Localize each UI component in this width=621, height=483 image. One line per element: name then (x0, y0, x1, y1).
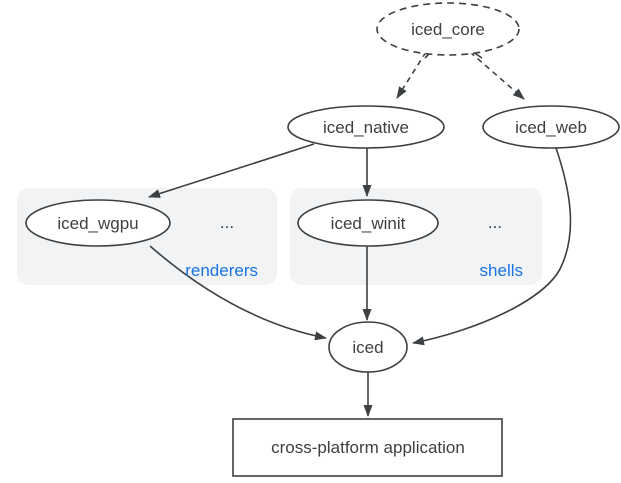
edge-iced_wgpu-iced (149, 245, 327, 341)
node-iced_wgpu-label: iced_wgpu (57, 214, 138, 233)
shells-group-label: shells (480, 261, 523, 280)
node-iced_web-label: iced_web (515, 118, 587, 137)
edge-iced_core-iced_native (396, 51, 427, 99)
node-cross-platform-application (232, 418, 503, 477)
edge-iced_web-iced (412, 147, 572, 346)
node-cross-platform-application-label: cross-platform application (271, 438, 465, 457)
renderers-ellipsis: ... (220, 213, 234, 232)
node-iced_winit-label: iced_winit (331, 214, 406, 233)
node-iced_native-label: iced_native (323, 118, 409, 137)
node-iced_core-label: iced_core (411, 20, 485, 39)
node-iced (328, 321, 408, 373)
node-iced_wgpu (25, 199, 171, 247)
node-iced_native (287, 105, 445, 149)
node-iced_core (376, 2, 520, 56)
edge-iced_native-iced_wgpu (148, 143, 315, 198)
node-iced_web (482, 105, 620, 149)
renderers-group-label: renderers (185, 261, 258, 280)
node-iced-label: iced (352, 338, 383, 357)
node-iced_winit (297, 199, 439, 247)
shells-ellipsis: ... (488, 213, 502, 232)
edge-iced_core-iced_web (469, 51, 525, 100)
